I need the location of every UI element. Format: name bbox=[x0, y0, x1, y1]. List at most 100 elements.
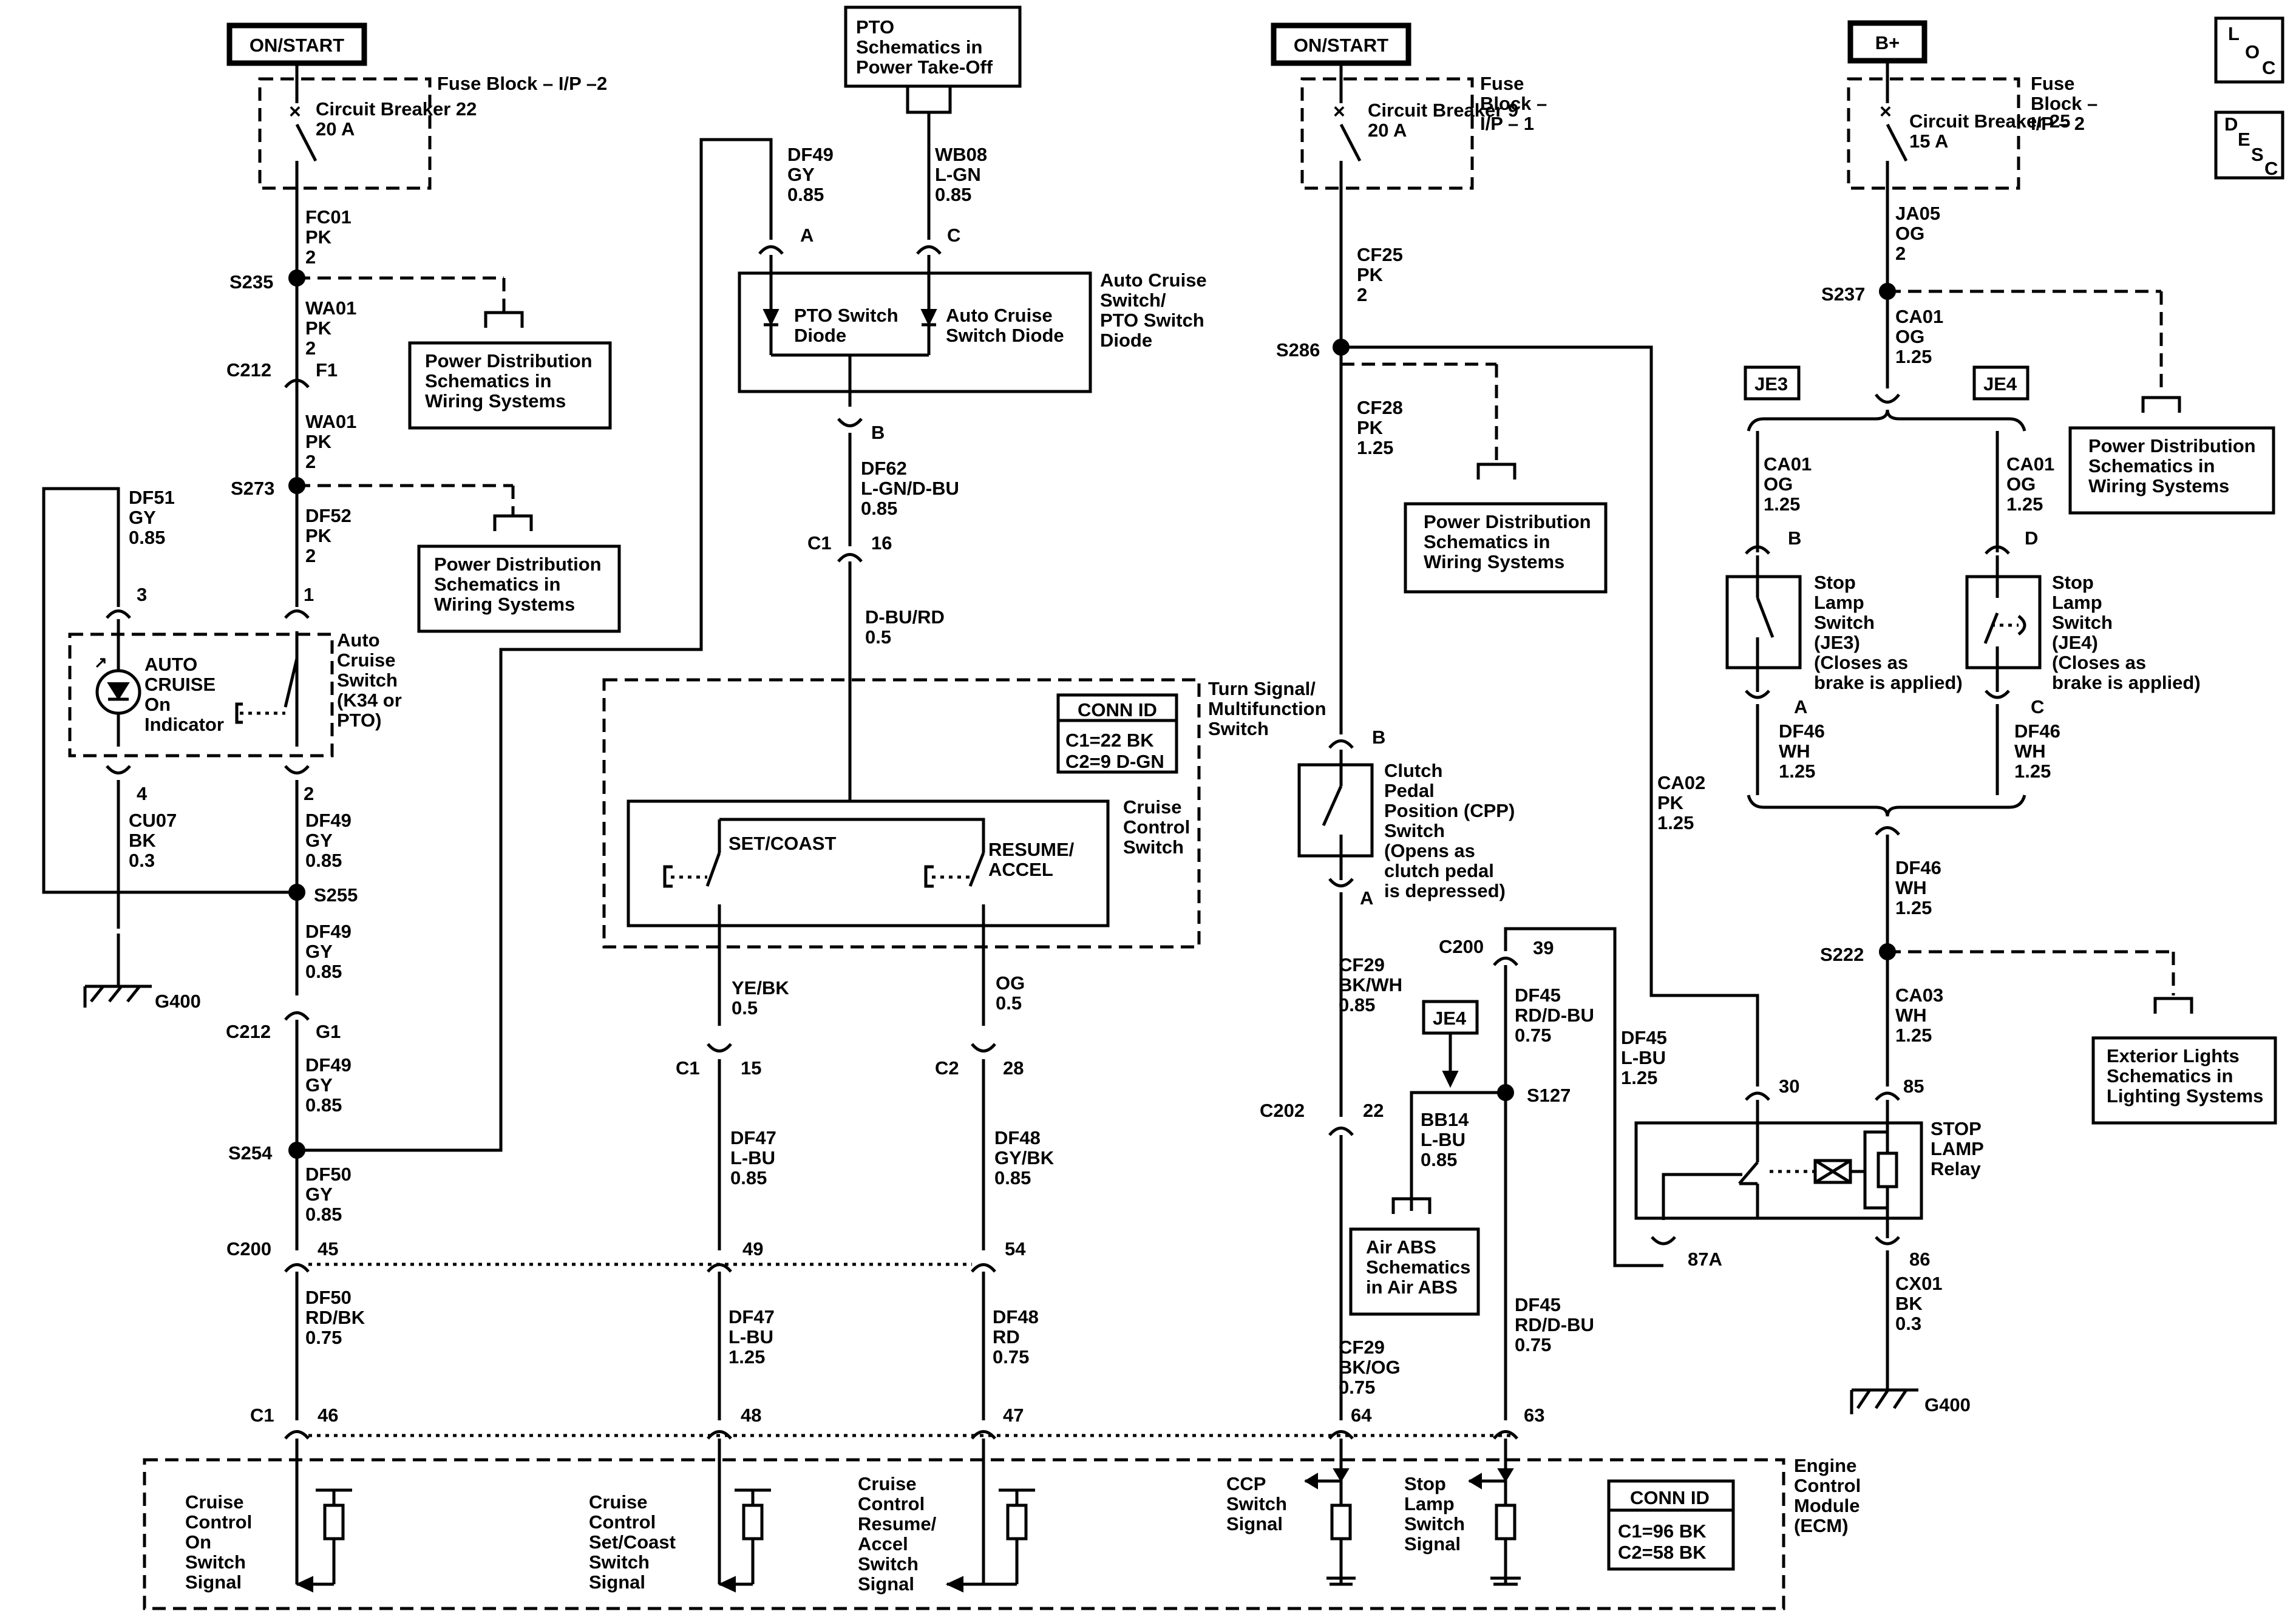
label-line: Wiring Systems bbox=[2088, 475, 2229, 497]
wire-df52-label-line: PK bbox=[305, 525, 332, 546]
resume-accel-label: RESUME/ACCEL bbox=[988, 839, 1075, 880]
wire-df45a-label-line: DF45 bbox=[1515, 985, 1561, 1006]
wire-df49top-label-line: DF49 bbox=[787, 144, 834, 165]
pin-a-je3: A bbox=[1794, 696, 1807, 717]
auto-cruise-switch-label-line: Switch bbox=[337, 670, 398, 691]
signal-stop-lamp-line: Lamp bbox=[1404, 1493, 1455, 1514]
connector-c1-15: C1 bbox=[676, 1057, 700, 1079]
on-start-right-tab: ON/START bbox=[1271, 22, 1411, 66]
cpp-label-line: Pedal bbox=[1384, 780, 1435, 801]
stop-je4-label-line: (JE4) bbox=[2052, 632, 2098, 653]
pin-a-diode: A bbox=[800, 225, 813, 246]
cb22-label-line: Circuit Breaker 22 bbox=[316, 98, 477, 120]
signal-cruise-on-line: Signal bbox=[185, 1571, 242, 1593]
stop-je4-label-line: brake is applied) bbox=[2052, 672, 2201, 693]
wire-df45c-label-line: 0.75 bbox=[1515, 1334, 1551, 1355]
label-line: Power Distribution bbox=[1424, 511, 1591, 532]
signal-ccp-line: Signal bbox=[1226, 1513, 1283, 1534]
wire-cu07-label-line: BK bbox=[129, 830, 156, 851]
pin-2: 2 bbox=[304, 783, 314, 804]
ecm-label-line: Engine bbox=[1794, 1455, 1856, 1476]
cb22-label-line: 20 A bbox=[316, 118, 355, 140]
wire-og05-label: OG0.5 bbox=[996, 972, 1025, 1014]
turn-signal-label-line: Switch bbox=[1208, 718, 1269, 739]
pin-45: 45 bbox=[318, 1238, 338, 1259]
cpp-label-line: (Opens as bbox=[1384, 840, 1475, 861]
signal-resume-accel-line: Signal bbox=[858, 1573, 914, 1595]
wire-fc01-label-line: FC01 bbox=[305, 206, 352, 228]
wire-df50a-label-line: DF50 bbox=[305, 1164, 352, 1185]
diode-assembly-label-line: Switch/ bbox=[1100, 290, 1166, 311]
resume-accel-label-line: RESUME/ bbox=[988, 839, 1075, 860]
svg-text:ON/START: ON/START bbox=[250, 35, 344, 56]
svg-text:ON/START: ON/START bbox=[1294, 35, 1388, 56]
signal-resume-accel-line: Accel bbox=[858, 1533, 908, 1554]
pto-ref-line: PTO bbox=[856, 16, 894, 38]
svg-text:JE4: JE4 bbox=[1433, 1008, 1467, 1029]
connector-c2-28: C2 bbox=[935, 1057, 959, 1079]
stop-lamp-relay bbox=[1634, 1100, 1923, 1238]
pin-48: 48 bbox=[741, 1405, 761, 1426]
stop-je4-label-line: (Closes as bbox=[2052, 652, 2146, 673]
wire-wa01a-label-line: PK bbox=[305, 317, 332, 339]
pto-diode-label-line: Diode bbox=[794, 325, 846, 346]
cb9-label-line: Circuit Breaker 9 bbox=[1368, 100, 1518, 121]
pin-a-cpp: A bbox=[1360, 887, 1373, 909]
signal-resume-accel-line: Resume/ bbox=[858, 1513, 937, 1534]
cruise-switch-box bbox=[627, 799, 1110, 927]
signal-set-coast-line: Cruise bbox=[589, 1491, 647, 1513]
wire-ca01c-label-line: CA01 bbox=[2006, 453, 2054, 475]
wire-cx01-label-line: CX01 bbox=[1895, 1273, 1943, 1294]
wire-df46b-label-line: WH bbox=[2014, 741, 2046, 762]
cpp-label-line: clutch pedal bbox=[1384, 860, 1494, 881]
je3-header: JE3 bbox=[1744, 365, 1801, 401]
cruise-switch-label-line: Switch bbox=[1123, 836, 1184, 858]
wire-ca01a-label-line: CA01 bbox=[1895, 306, 1943, 327]
signal-resume-accel-line: Switch bbox=[858, 1553, 919, 1575]
fuse-block-label-3-line: Fuse bbox=[2031, 73, 2074, 94]
conn-id-2: CONN ID C1=96 BK C2=58 BK bbox=[1607, 1479, 1735, 1571]
fuse-block-label-3-line: Block – bbox=[2031, 93, 2097, 114]
ecm-input-set-coast bbox=[718, 1439, 771, 1593]
wire-df50b-label-line: 0.75 bbox=[305, 1327, 342, 1348]
pin-86: 86 bbox=[1909, 1249, 1930, 1270]
wire-wa01a-label-line: 2 bbox=[305, 337, 316, 359]
stop-je4-label-line: Switch bbox=[2052, 612, 2113, 633]
signal-ccp-line: CCP bbox=[1226, 1473, 1266, 1494]
svg-text:O: O bbox=[2245, 41, 2260, 63]
signal-stop-lamp-line: Switch bbox=[1404, 1513, 1465, 1534]
wire-df45b-label-line: 1.25 bbox=[1621, 1067, 1657, 1088]
wire-df62-label-line: L-GN/D-BU bbox=[861, 478, 959, 499]
cpp-label-line: Position (CPP) bbox=[1384, 800, 1515, 821]
relay-label-line: STOP bbox=[1931, 1118, 1982, 1139]
pin-b-cpp: B bbox=[1372, 727, 1385, 748]
label-line: Air ABS bbox=[1366, 1236, 1436, 1258]
relay-label-line: LAMP bbox=[1931, 1138, 1984, 1159]
svg-text:CONN ID: CONN ID bbox=[1078, 699, 1157, 720]
ground-g400-right-icon bbox=[1850, 1360, 1918, 1414]
pto-ref-line: Power Take-Off bbox=[856, 56, 993, 78]
auto-cruise-indicator-label-line: On bbox=[144, 694, 171, 715]
ecm-input-resume bbox=[945, 1439, 1035, 1593]
wire-dbu-label-line: D-BU/RD bbox=[865, 606, 945, 628]
wire-dbu-label: D-BU/RD0.5 bbox=[865, 606, 945, 648]
stop-je4-label-line: Lamp bbox=[2052, 592, 2102, 613]
signal-cruise-on-line: Cruise bbox=[185, 1491, 243, 1513]
left-trunk bbox=[284, 161, 533, 1593]
wire-ca01b-label-line: 1.25 bbox=[1764, 493, 1800, 515]
label-line: Wiring Systems bbox=[1424, 551, 1564, 572]
wire-cf29b-label-line: 0.75 bbox=[1339, 1377, 1375, 1398]
